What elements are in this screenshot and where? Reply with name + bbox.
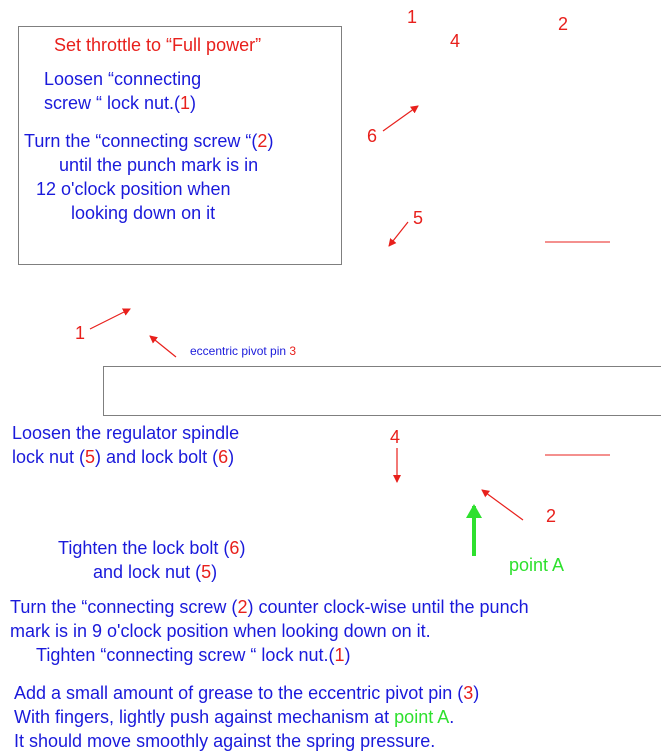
arrow-6	[382, 105, 419, 132]
tighten-line-1: Tighten the lock bolt (6)	[58, 538, 246, 558]
callout-1-left: 1	[75, 323, 86, 343]
box-line-turn: Turn the “connecting screw “(2)	[24, 131, 274, 151]
turn-line-1: Turn the “connecting screw (2) counter c…	[10, 597, 529, 617]
turn-line-2: mark is in 9 o'clock position when looki…	[10, 621, 431, 641]
callout-2-top: 2	[558, 14, 569, 34]
tighten-line-2: and lock nut (5)	[93, 562, 218, 582]
callout-6: 6	[367, 126, 378, 146]
arrow-1-left	[89, 308, 131, 330]
box-line-looking: looking down on it	[71, 203, 216, 223]
callout-1-top: 1	[407, 7, 418, 27]
grease-line-1: Add a small amount of grease to the ecce…	[14, 683, 480, 703]
box-line-throttle: Set throttle to “Full power”	[54, 35, 262, 55]
grease-line-3: It should move smoothly against the spri…	[14, 731, 436, 751]
box-line-clock: 12 o'clock position when	[36, 179, 231, 199]
box-line-punch: until the punch mark is in	[59, 155, 259, 175]
box-line-locknut: screw “ lock nut.(1)	[44, 93, 197, 113]
callout-5: 5	[413, 208, 424, 228]
loosen-line-1: Loosen the regulator spindle	[12, 423, 240, 443]
turn-line-3: Tighten “connecting screw “ lock nut.(1)	[36, 645, 351, 665]
pivot-pin-label: eccentric pivot pin 3	[190, 344, 297, 358]
arrow-2-low	[481, 489, 524, 521]
loosen-line-2: lock nut (5) and lock bolt (6)	[12, 447, 235, 467]
arrow-pivot	[149, 335, 177, 358]
instruction-box	[18, 26, 342, 265]
callout-4-mid: 4	[390, 427, 401, 447]
mechanism-bar	[103, 366, 661, 416]
callout-4-top: 4	[450, 31, 461, 51]
callout-2-low: 2	[546, 506, 557, 526]
box-line-loosen: Loosen “connecting	[44, 69, 202, 89]
point-a-label: point A	[509, 555, 565, 575]
grease-line-2: With fingers, lightly push against mecha…	[14, 707, 455, 727]
arrow-5	[388, 221, 409, 247]
